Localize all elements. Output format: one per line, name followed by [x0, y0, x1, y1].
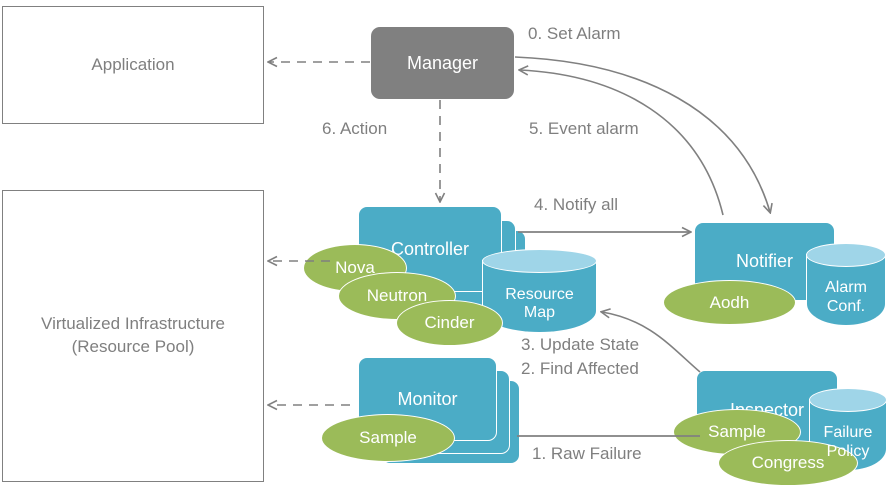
congress-label: Congress — [751, 453, 825, 472]
ellipse-aodh[interactable]: Aodh — [663, 280, 796, 325]
label-step0: 0. Set Alarm — [528, 24, 621, 43]
alarm-conf-cylinder: Alarm Conf. — [806, 243, 886, 326]
failure-policy-top — [809, 388, 887, 412]
ellipse-congress[interactable]: Congress — [718, 440, 858, 486]
resource-map-line-1: Resource — [505, 285, 574, 303]
controller-label: Controller — [390, 238, 470, 259]
manager-label: Manager — [406, 52, 479, 73]
failure-policy-cylinder: Failure Policy — [809, 388, 887, 471]
label-step4: 4. Notify all — [534, 195, 619, 214]
alarm-conf-top — [806, 243, 886, 267]
infrastructure-line-2: (Resource Pool) — [71, 337, 195, 356]
label-step5: 5. Event alarm — [529, 119, 639, 138]
virtualized-infrastructure-box: Virtualized Infrastructure (Resource Poo… — [2, 190, 264, 482]
nova-label: Nova — [335, 258, 375, 277]
failure-policy-line-2: Policy — [826, 442, 870, 460]
resource-map-cylinder: Resource Map — [482, 249, 597, 333]
notifier-label: Notifier — [735, 251, 793, 271]
monitor-sample-label: Sample — [359, 428, 417, 447]
resource-map-label: Resource Map — [482, 275, 597, 333]
neutron-label: Neutron — [366, 286, 428, 305]
failure-policy-line-1: Failure — [823, 424, 873, 442]
monitor-label: Monitor — [397, 388, 458, 409]
failure-policy-label: Failure Policy — [809, 414, 887, 471]
cinder-label: Cinder — [424, 313, 475, 332]
infrastructure-line-1: Virtualized Infrastructure — [41, 314, 225, 334]
alarm-conf-line-2: Conf. — [826, 297, 866, 315]
label-step3: 3. Update State — [521, 335, 640, 354]
application-label: Application — [91, 54, 175, 74]
resource-map-top — [482, 249, 597, 273]
alarm-conf-line-1: Alarm — [825, 279, 867, 297]
manager-box[interactable]: Manager — [371, 27, 514, 99]
ellipse-cinder[interactable]: Cinder — [396, 300, 503, 346]
application-box: Application — [2, 6, 264, 124]
infrastructure-label: Virtualized Infrastructure (Resource Poo… — [41, 313, 225, 359]
resource-map-line-2: Map — [523, 304, 556, 321]
label-step6: 6. Action — [322, 119, 388, 138]
aodh-label: Aodh — [709, 292, 750, 312]
inspector-sample-label: Sample — [708, 422, 766, 441]
label-step1: 1. Raw Failure — [532, 444, 642, 463]
alarm-conf-label: Alarm Conf. — [806, 269, 886, 326]
label-step2: 2. Find Affected — [521, 359, 639, 378]
ellipse-monitor-sample[interactable]: Sample — [321, 414, 455, 462]
